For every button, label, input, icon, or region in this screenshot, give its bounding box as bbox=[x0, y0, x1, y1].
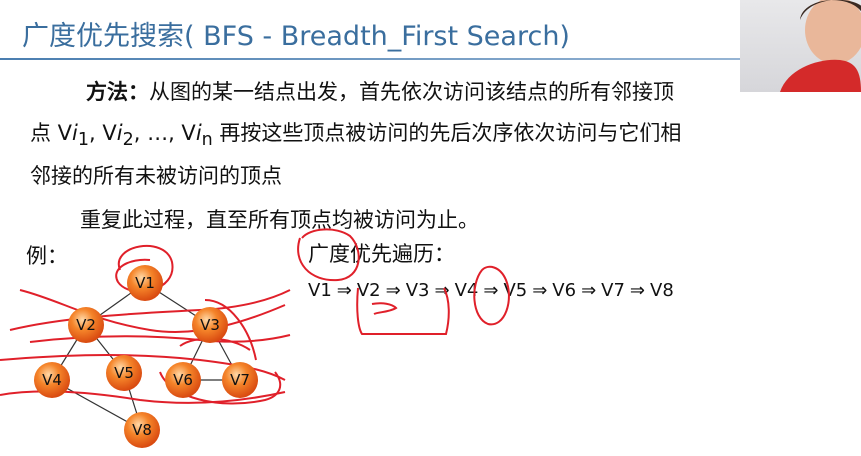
annotation-underline bbox=[371, 302, 398, 315]
node-v6: V6 bbox=[165, 362, 201, 398]
node-v1: V1 bbox=[127, 265, 163, 301]
node-v7: V7 bbox=[222, 362, 258, 398]
annotation-circle-label bbox=[297, 228, 360, 282]
arrow-icon: ⇒ bbox=[385, 280, 401, 301]
annotation-stroke bbox=[0, 354, 286, 381]
arrow-icon: ⇒ bbox=[532, 280, 548, 301]
title-rule bbox=[0, 58, 790, 60]
method-label: 方法： bbox=[86, 80, 149, 104]
node-v2: V2 bbox=[68, 307, 104, 343]
seq-item: V2 bbox=[356, 280, 381, 301]
graph-nodes: V1 V2 V3 V4 V5 V6 bbox=[34, 265, 258, 448]
node-v4: V4 bbox=[34, 362, 70, 398]
node-v3: V3 bbox=[192, 307, 228, 343]
subscript-1: 1 bbox=[77, 130, 90, 151]
seq-item: V8 bbox=[650, 280, 674, 301]
presenter-icon bbox=[780, 0, 861, 92]
repeat-text: 重复此过程，直至所有顶点均被访问为止。 bbox=[80, 208, 479, 232]
node-label: V8 bbox=[132, 421, 152, 439]
method-text-2d: 再按这些顶点被访问的先后次序依次访问与它们相 bbox=[212, 121, 682, 145]
seq-item: V4 bbox=[454, 280, 479, 301]
traversal-label: 广度优先遍历： bbox=[308, 242, 455, 266]
method-line-3: 邻接的所有未被访问的顶点 bbox=[30, 164, 282, 188]
example-label: 例： bbox=[26, 244, 68, 268]
arrow-icon: ⇒ bbox=[581, 280, 597, 301]
webcam-overlay bbox=[740, 0, 861, 92]
subscript-var: i bbox=[72, 121, 78, 145]
node-label: V7 bbox=[230, 371, 250, 389]
annotation-box bbox=[356, 287, 450, 335]
node-v8: V8 bbox=[124, 412, 160, 448]
subscript-n: n bbox=[201, 130, 213, 151]
arrow-icon: ⇒ bbox=[434, 280, 450, 301]
node-label: V2 bbox=[76, 316, 96, 334]
node-v5: V5 bbox=[106, 355, 142, 391]
subscript-var: i bbox=[195, 121, 202, 145]
method-text-2a: 点 V bbox=[30, 121, 73, 145]
arrow-icon: ⇒ bbox=[483, 280, 499, 301]
arrow-icon: ⇒ bbox=[629, 280, 646, 301]
method-line-2: 点 Vi1, Vi2, …, Vin 再按这些顶点被访问的先后次序依次访问与它们… bbox=[30, 117, 681, 150]
node-label: V4 bbox=[42, 371, 62, 389]
method-text-2c: , …, V bbox=[133, 121, 196, 145]
seq-item: V6 bbox=[552, 280, 577, 301]
node-label: V6 bbox=[173, 371, 193, 389]
arrow-icon: ⇒ bbox=[336, 280, 352, 301]
annotation-stroke bbox=[19, 289, 286, 333]
annotation-stroke bbox=[29, 334, 291, 343]
node-label: V1 bbox=[135, 274, 155, 292]
annotation-circle-v4 bbox=[473, 265, 510, 326]
slide-title: 广度优先搜索( BFS - Breadth_First Search) bbox=[22, 21, 570, 52]
node-label: V3 bbox=[200, 316, 220, 334]
annotation-stroke bbox=[204, 299, 257, 361]
node-label: V5 bbox=[114, 364, 134, 382]
method-text-2b: , V bbox=[89, 121, 117, 145]
method-line-1: 方法：从图的某一结点出发，首先依次访问该结点的所有邻接顶 bbox=[86, 76, 674, 106]
subscript-var: i bbox=[116, 121, 123, 145]
seq-item: V7 bbox=[601, 280, 625, 301]
method-text-1: 从图的某一结点出发，首先依次访问该结点的所有邻接顶 bbox=[149, 80, 674, 104]
annotation-stroke bbox=[9, 289, 291, 331]
subscript-2: 2 bbox=[122, 130, 134, 151]
seq-item: V1 bbox=[308, 280, 332, 301]
seq-item: V3 bbox=[405, 280, 430, 301]
traversal-sequence: V1⇒V2⇒V3⇒V4⇒V5⇒V6⇒V7⇒V8 bbox=[308, 280, 674, 301]
